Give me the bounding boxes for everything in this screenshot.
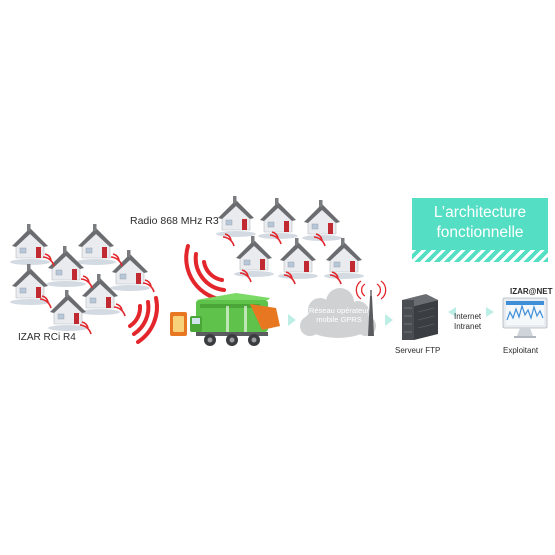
house-cluster-top <box>215 195 365 280</box>
house-icon <box>215 195 257 238</box>
izar-rci-label: IZAR RCi R4 <box>18 332 76 343</box>
title-stripes <box>412 250 548 262</box>
house-icon <box>301 199 343 242</box>
title-banner: L’architecture fonctionnelle <box>412 198 548 262</box>
house-cluster-left <box>9 223 151 332</box>
house-icon <box>233 235 275 278</box>
cloud-icon <box>300 288 376 338</box>
monitor-icon <box>502 297 548 338</box>
radio-wave-large-bottom <box>128 296 159 344</box>
garbage-truck-icon <box>190 293 280 346</box>
house-icon <box>75 223 117 266</box>
antenna-icon <box>355 280 387 336</box>
izarnet-label: IZAR@NET <box>510 287 553 296</box>
house-icon <box>45 245 87 288</box>
internet-label: Internet <box>454 312 482 321</box>
double-arrow-icon <box>448 307 494 317</box>
intranet-label: Intranet <box>454 322 482 331</box>
title-line-1: L’architecture <box>433 204 527 221</box>
radio-wave-large-top <box>184 244 228 302</box>
server-rack-icon <box>402 294 438 340</box>
arrow-icon <box>385 314 393 326</box>
radio-wave-icon <box>113 303 126 317</box>
cloud-label: Réseau opérateur mobile GPRS <box>308 306 370 324</box>
radio-label: Radio 868 MHz R3 <box>130 215 219 227</box>
receiver-module-icon <box>170 312 187 336</box>
title-line-2: fonctionnelle <box>436 224 524 241</box>
house-icon <box>323 237 365 280</box>
house-icon <box>257 197 299 240</box>
house-icon <box>9 223 51 266</box>
arrow-icon <box>288 314 296 326</box>
house-icon <box>9 263 51 306</box>
server-label: Serveur FTP <box>395 346 441 355</box>
radio-wave-icon <box>80 275 93 289</box>
exploitant-label: Exploitant <box>503 346 539 355</box>
internet-intranet-label: Internet Intranet <box>454 312 481 332</box>
house-icon <box>277 237 319 280</box>
